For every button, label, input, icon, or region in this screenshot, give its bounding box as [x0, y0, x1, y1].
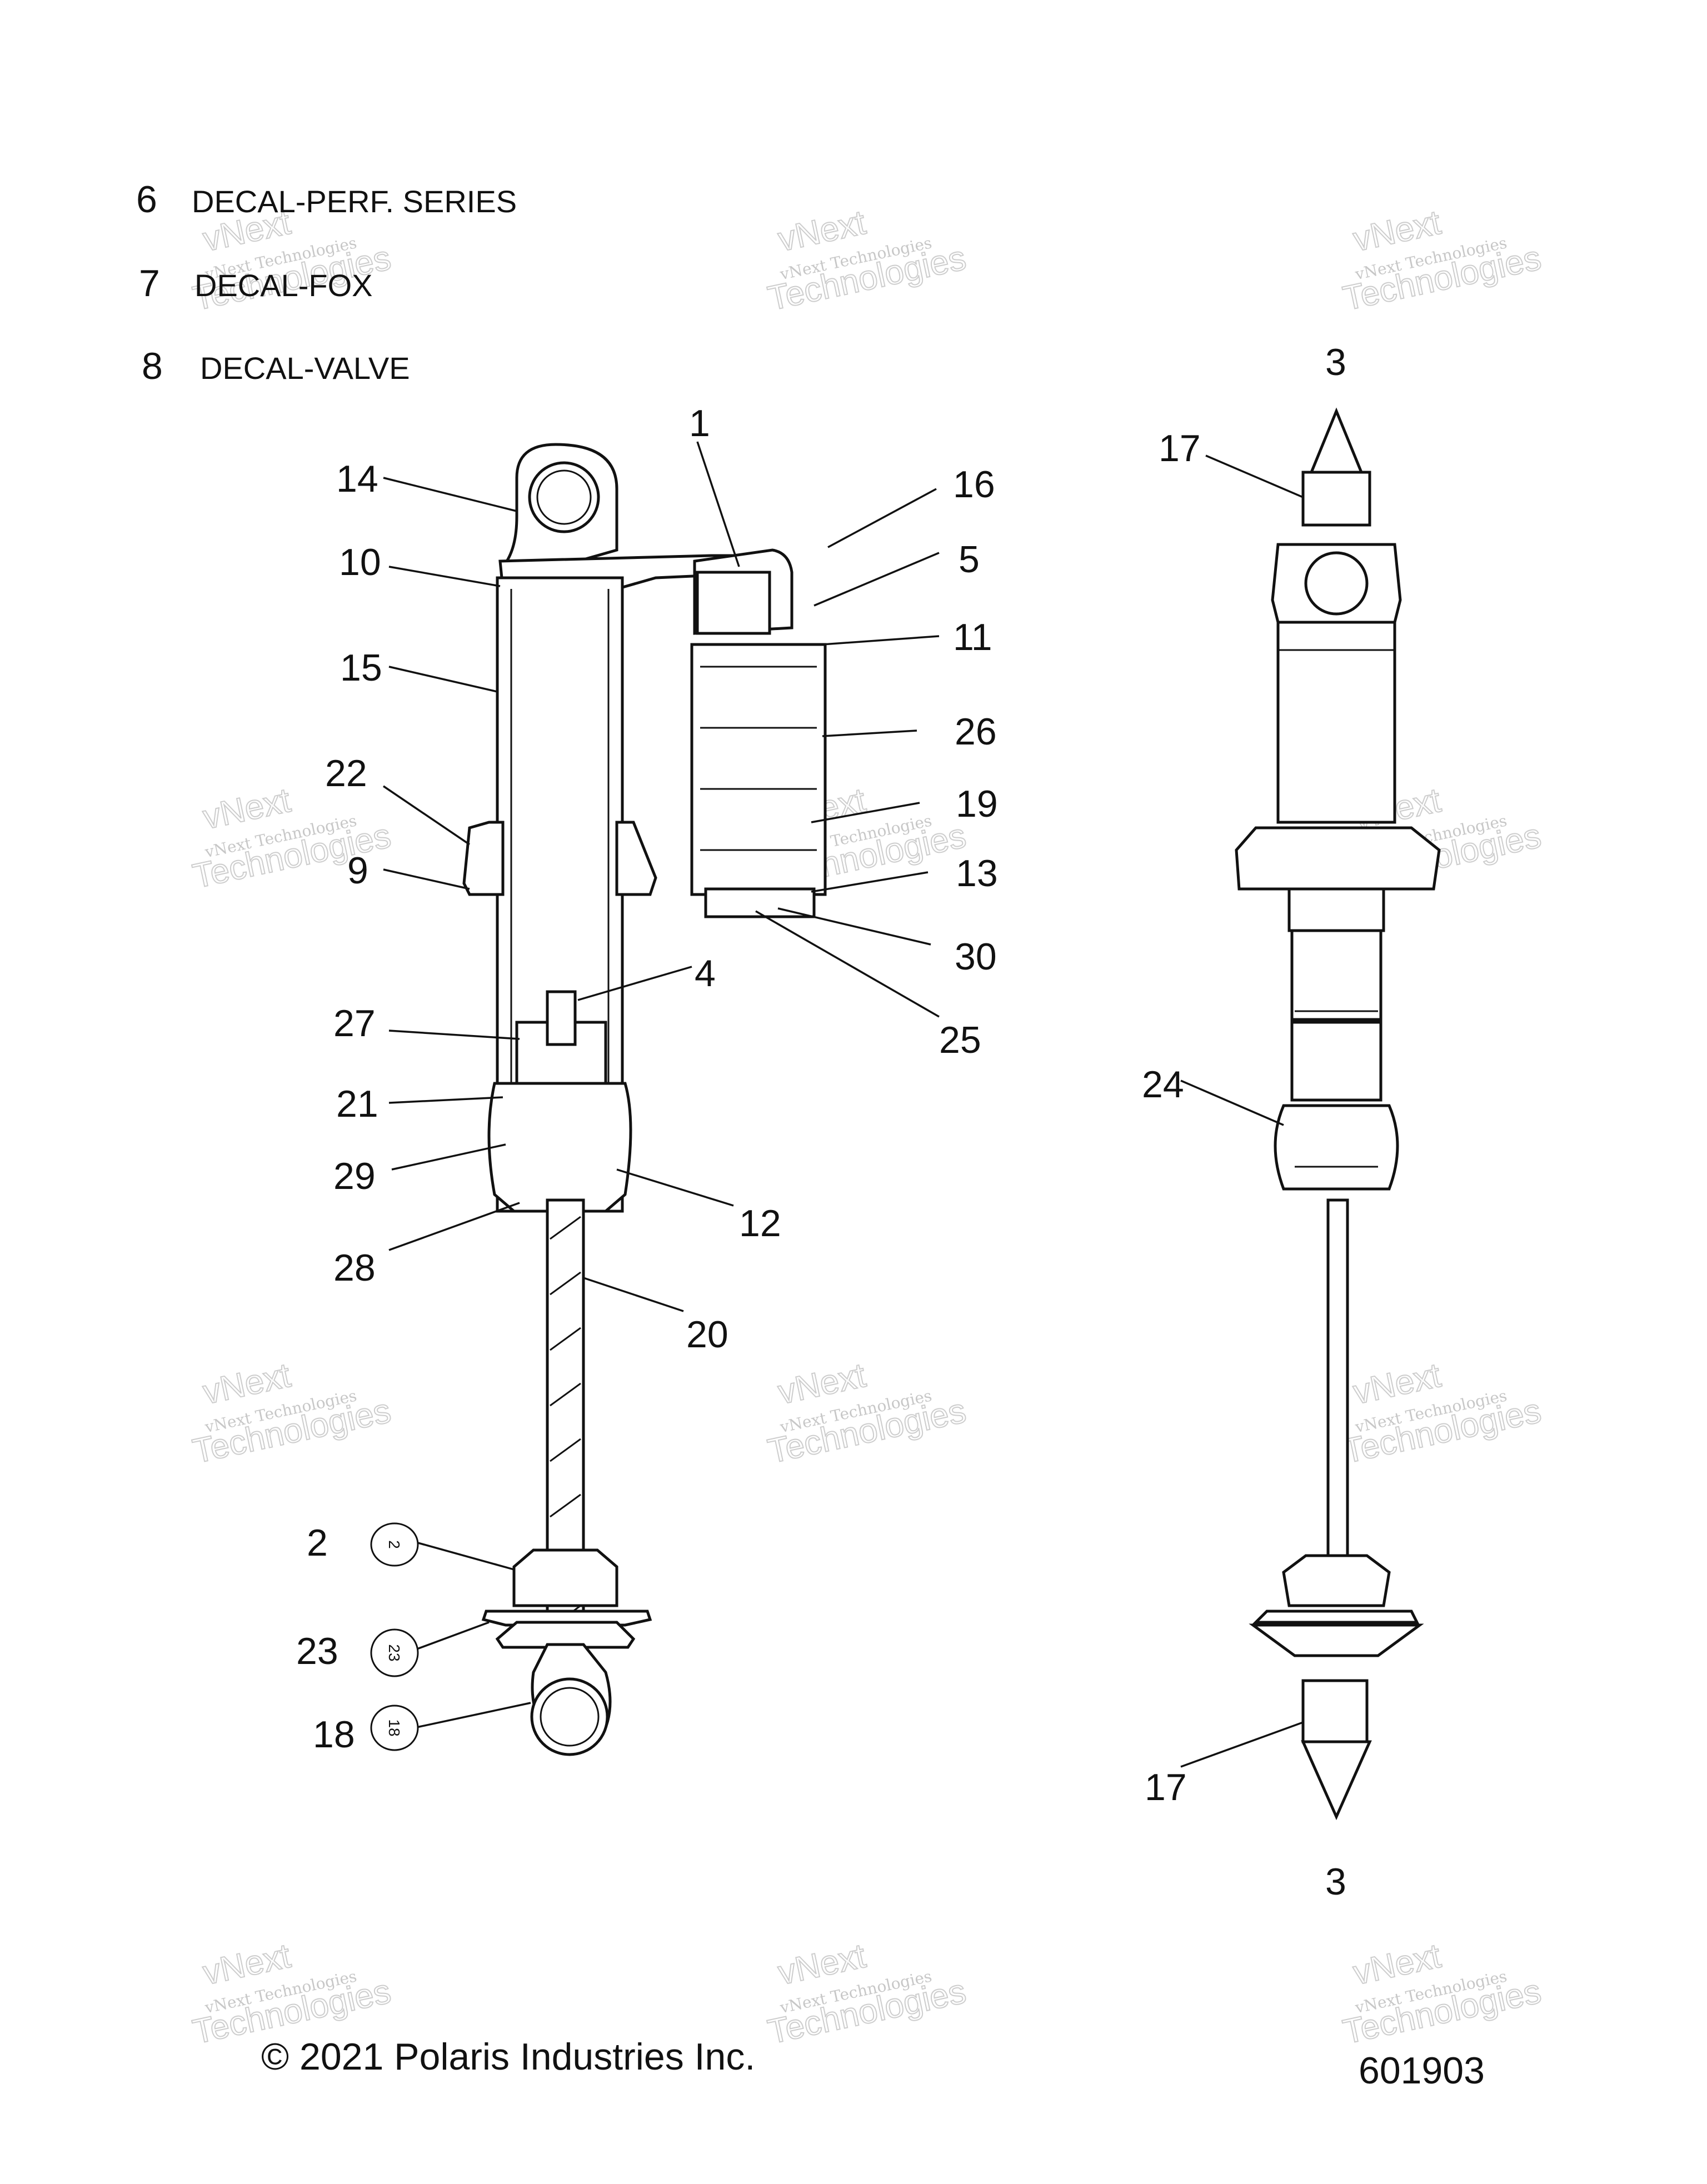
- bottom-bushing-inner: [540, 1687, 600, 1747]
- seal-head: [1274, 1104, 1399, 1191]
- collar-2: [1290, 929, 1382, 1021]
- jam-nut: [512, 1548, 618, 1607]
- callout-19: 19: [956, 783, 998, 825]
- callout-4: 4: [695, 952, 716, 994]
- legend-text-7: DECAL-FOX: [194, 268, 373, 303]
- callout-labels-left: 1 14 16 10 5 11 15 26 22 19 9 13 30 4 25…: [296, 402, 998, 1756]
- bubble-text-18: 18: [386, 1719, 403, 1736]
- legend-text-8: DECAL-VALVE: [200, 351, 410, 386]
- callout-3-top: 3: [1325, 341, 1346, 383]
- callout-27: 27: [333, 1002, 376, 1044]
- collar-1: [1287, 887, 1385, 932]
- callout-24: 24: [1142, 1063, 1184, 1106]
- top-cone: [1309, 407, 1364, 474]
- callout-16: 16: [953, 463, 995, 506]
- callout-30: 30: [955, 936, 997, 978]
- top-adjuster: [1304, 551, 1369, 616]
- piston-rod-top: [546, 990, 577, 1046]
- piston-bottom-seal: [487, 1082, 632, 1213]
- callout-5: 5: [959, 538, 980, 581]
- bubble-18: [370, 1705, 419, 1751]
- lower-retainer: [1252, 1610, 1420, 1624]
- callout-labels-right: 3 17 24 17 3: [1142, 341, 1346, 1903]
- lower-flange: [1249, 1623, 1424, 1657]
- bottom-cone: [1301, 1740, 1372, 1821]
- figure-number: 601903: [1359, 2050, 1485, 2092]
- leader-lines: [383, 441, 1304, 1768]
- top-bushing: [1301, 471, 1371, 527]
- top-bushing-outer: [528, 461, 600, 533]
- callout-12: 12: [739, 1202, 781, 1245]
- legend: 6 DECAL-PERF. SERIES 7 DECAL-FOX 8 DECAL…: [136, 178, 517, 387]
- bottom-out-left: [462, 821, 505, 896]
- footer: © 2021 Polaris Industries Inc. 601903: [261, 2036, 1485, 2092]
- callout-1: 1: [689, 402, 710, 444]
- bubble-2: [370, 1522, 419, 1567]
- callout-20: 20: [686, 1313, 728, 1356]
- callout-13: 13: [956, 852, 998, 894]
- callout-3-bottom: 3: [1325, 1861, 1346, 1903]
- legend-num-8: 8: [142, 345, 163, 387]
- shaft-right: [1326, 1198, 1349, 1563]
- lower-bushing: [1301, 1679, 1369, 1743]
- callout-17-top: 17: [1159, 427, 1201, 469]
- bottom-out-bracket: [1235, 826, 1441, 891]
- callout-bubbles: 2 23 18: [370, 1522, 419, 1751]
- callout-18: 18: [313, 1713, 355, 1756]
- legend-num-6: 6: [136, 178, 157, 221]
- legend-num-7: 7: [139, 262, 160, 304]
- lower-nut: [1282, 1554, 1391, 1607]
- collar-3: [1290, 1021, 1382, 1102]
- bubble-text-2: 2: [386, 1540, 403, 1549]
- shock-exterior-view: [1235, 407, 1441, 1821]
- bubble-23: [370, 1628, 419, 1677]
- shock-cutaway-view: [462, 443, 827, 1756]
- callout-14: 14: [336, 458, 378, 500]
- callout-22: 22: [325, 752, 367, 794]
- retainer-flange: [495, 1621, 636, 1649]
- callout-23: 23: [296, 1630, 338, 1672]
- callout-25: 25: [939, 1019, 981, 1061]
- callout-2: 2: [307, 1522, 328, 1564]
- copyright: © 2021 Polaris Industries Inc.: [261, 2036, 755, 2078]
- legend-text-6: DECAL-PERF. SERIES: [192, 184, 517, 219]
- callout-11: 11: [953, 616, 992, 658]
- callout-9: 9: [347, 849, 368, 892]
- reservoir-canister: [690, 643, 827, 896]
- callout-17-bottom: 17: [1145, 1766, 1187, 1808]
- callout-29: 29: [333, 1155, 376, 1197]
- callout-10: 10: [339, 541, 381, 583]
- bottom-out-right: [615, 821, 657, 896]
- bubble-text-23: 23: [386, 1644, 403, 1661]
- callout-28: 28: [333, 1247, 376, 1289]
- callout-26: 26: [955, 711, 997, 753]
- top-bushing-inner: [536, 469, 592, 525]
- reservoir-valve: [696, 571, 771, 635]
- upper-body: [1276, 621, 1396, 824]
- callout-21: 21: [336, 1083, 378, 1125]
- bottom-bushing-outer: [530, 1677, 609, 1756]
- callout-15: 15: [340, 647, 382, 689]
